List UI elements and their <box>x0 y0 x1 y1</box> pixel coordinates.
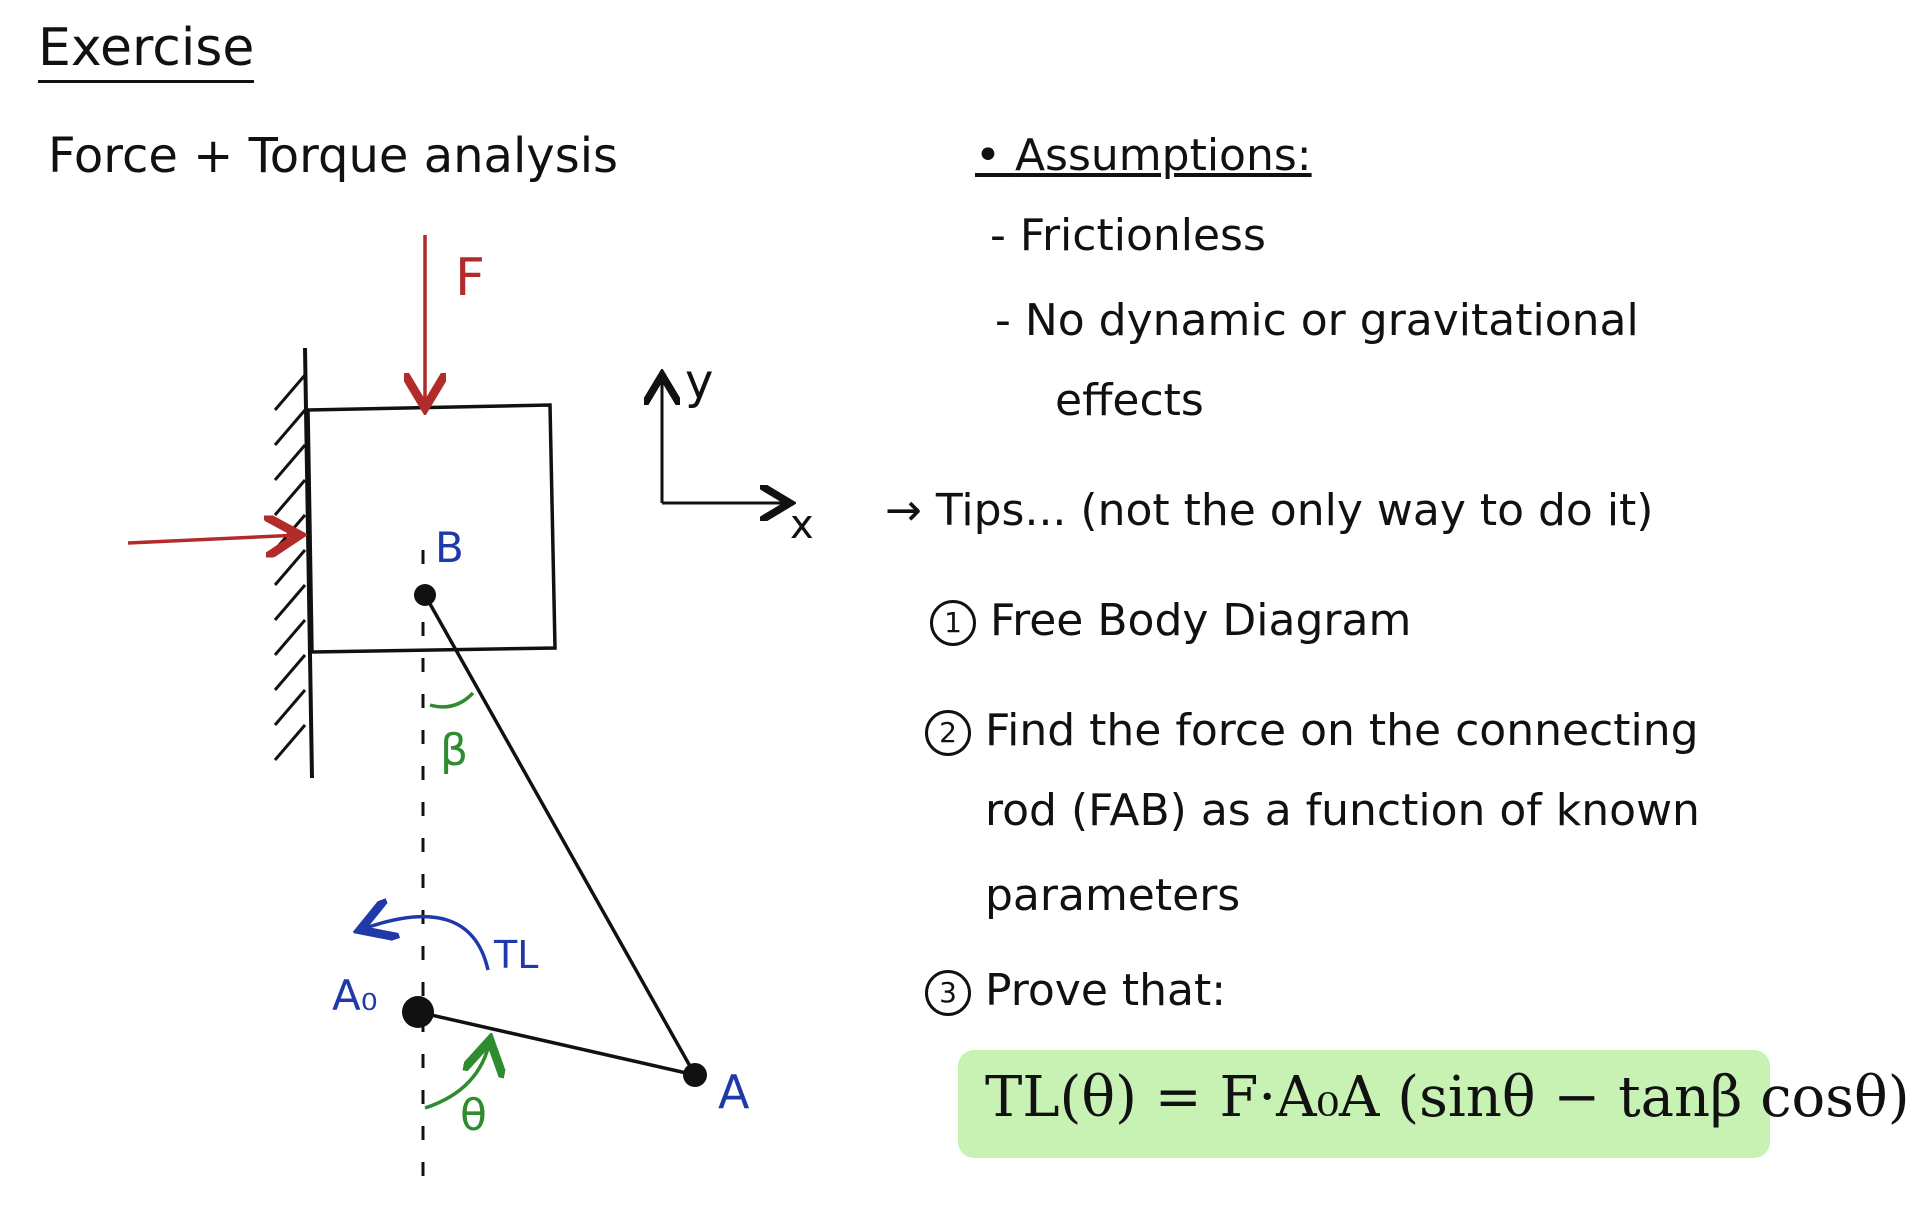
assumption-item: - Frictionless <box>990 210 1266 261</box>
force-label: F <box>455 248 485 308</box>
point-a0-label: A₀ <box>332 971 378 1020</box>
theta-arc <box>424 1040 490 1110</box>
torque-arc <box>360 917 490 971</box>
connecting-rod <box>423 594 697 1076</box>
step-text: Find the force on the connecting <box>985 705 1699 756</box>
y-axis-label: y <box>685 354 713 410</box>
torque-formula: TL(θ) = F·A₀A (sinθ − tanβ cosθ) <box>985 1065 1910 1130</box>
tip-step-3: 3 Prove that: <box>925 965 1226 1016</box>
bullet-icon: • <box>975 130 1015 181</box>
force-arrow-horizontal <box>127 535 300 543</box>
assumption-item: effects <box>1055 375 1204 426</box>
joint-a <box>683 1063 707 1087</box>
step-text: Prove that: <box>985 965 1227 1016</box>
step-number: 2 <box>925 710 971 756</box>
tips-header: → Tips... (not the only way to do it) <box>885 485 1654 536</box>
mechanism-diagram: F B A A₀ TL β θ y x <box>127 235 814 1185</box>
step-number: 1 <box>930 600 976 646</box>
slider-block <box>306 403 557 654</box>
subtitle: Force + Torque analysis <box>48 128 619 184</box>
formula-highlight <box>958 1050 1770 1158</box>
joint-a0 <box>402 996 434 1028</box>
beta-arc <box>429 691 475 709</box>
step-number: 3 <box>925 970 971 1016</box>
assumption-item: - No dynamic or gravitational <box>995 295 1639 346</box>
theta-label: θ <box>460 1090 487 1141</box>
joint-b <box>414 584 436 606</box>
tip-step-2-cont: rod (FAB) as a function of known <box>985 785 1700 836</box>
beta-label: β <box>440 725 468 776</box>
assumptions-title: Assumptions: <box>1014 130 1312 181</box>
crank <box>417 1010 696 1077</box>
torque-label: TL <box>493 933 538 977</box>
assumptions-header: • Assumptions: <box>975 130 1312 181</box>
point-b-label: B <box>435 523 464 572</box>
title: Exercise <box>38 18 255 83</box>
step-text: Free Body Diagram <box>990 595 1412 646</box>
x-axis-label: x <box>790 502 814 548</box>
tip-step-1: 1 Free Body Diagram <box>930 595 1411 646</box>
point-a-label: A <box>718 1065 750 1119</box>
tip-step-2: 2 Find the force on the connecting <box>925 705 1699 756</box>
tip-step-2-cont: parameters <box>985 870 1241 921</box>
coordinate-axes <box>662 375 790 503</box>
